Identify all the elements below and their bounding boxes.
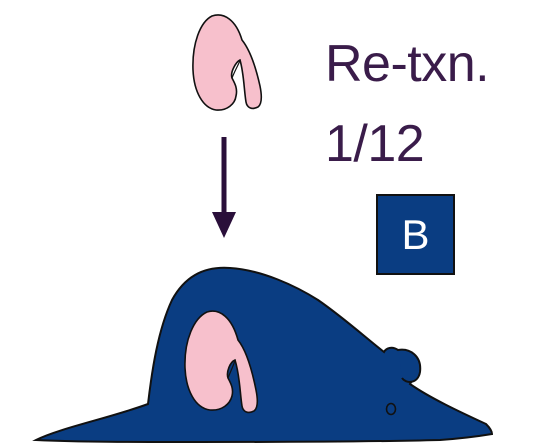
eye-icon: [387, 404, 396, 415]
mouse-silhouette-icon: [36, 268, 492, 442]
arrow-down-icon: [212, 137, 236, 238]
group-badge: B: [376, 194, 455, 275]
kidney-icon: [193, 15, 261, 110]
date-label: 1/12: [325, 118, 424, 170]
group-badge-label: B: [401, 211, 429, 259]
retransplant-label: Re-txn.: [325, 38, 489, 90]
